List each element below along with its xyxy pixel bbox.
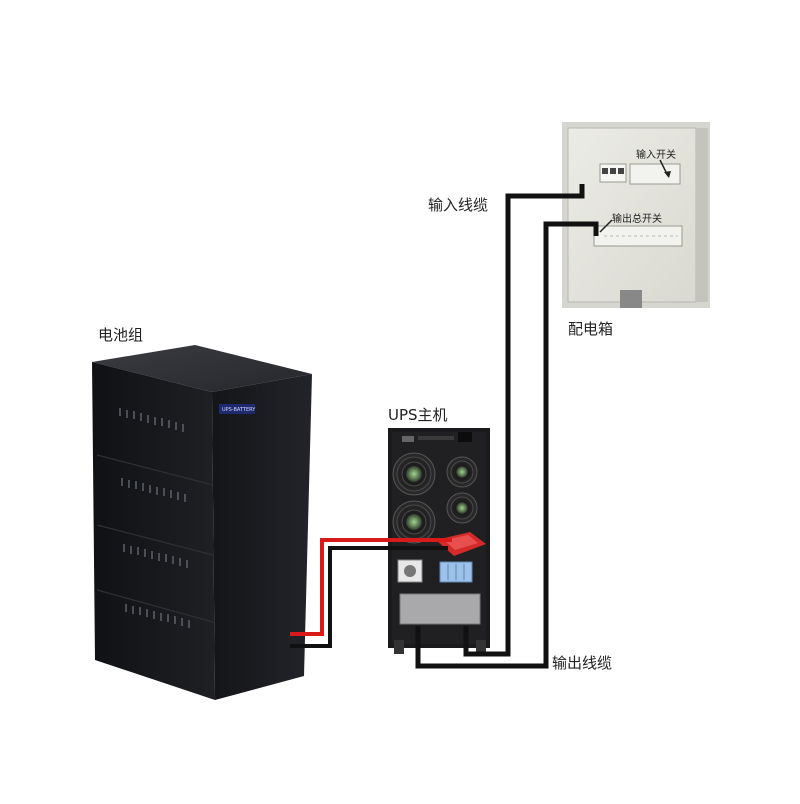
battery-cabinet-side [92, 362, 215, 700]
terminal-screw [602, 168, 608, 174]
distribution-box-hinge-side [696, 128, 708, 302]
battery-vents [119, 408, 190, 628]
fan-icon [446, 456, 478, 488]
terminal-screw [618, 168, 624, 174]
battery-cabinet-front [212, 374, 312, 700]
terminal-cover-plate [399, 593, 481, 625]
ups-label-strip [418, 436, 454, 440]
fan-icon [392, 452, 436, 496]
terminal-screw [610, 168, 616, 174]
output-cable [415, 221, 599, 669]
ups-port [458, 432, 472, 442]
distribution-box-panel [567, 127, 697, 303]
ups-caster [394, 640, 404, 654]
input-switch-label: 输入开关 [636, 148, 676, 161]
ups-caster [476, 640, 486, 654]
battery-terminal-detail [444, 535, 478, 550]
drawer-seam [96, 589, 214, 623]
drawer-seam [96, 524, 214, 556]
battery-brand-plate [219, 404, 255, 414]
drawer-seam [96, 454, 214, 486]
input-switch-breaker [629, 163, 681, 185]
output-main-switch-label: 输出总开关 [612, 212, 662, 225]
output-cable-label: 输出线缆 [552, 654, 612, 672]
fan-icon [446, 492, 478, 524]
box-bottom-detail [620, 290, 642, 308]
input-cable [463, 184, 585, 657]
battery-brand-text: UPS-BATTERY [222, 407, 256, 413]
ups-host-label: UPS主机 [388, 406, 448, 424]
battery-cabinet: UPS-BATTERY [92, 345, 312, 700]
ups-port [402, 436, 414, 442]
arrow-icon [599, 219, 613, 233]
arrow-icon-head [664, 171, 671, 178]
battery-cabinet-top [92, 345, 312, 392]
input-cable-label: 输入线缆 [428, 196, 488, 214]
fan-icon [392, 500, 436, 544]
distribution-box-label: 配电箱 [568, 320, 613, 338]
distribution-box: 输入开关 输出总开关 [562, 122, 710, 308]
dry-contact-knob [404, 565, 416, 577]
battery-pack-label: 电池组 [98, 326, 143, 344]
battery-positive-wire [290, 538, 452, 636]
output-switch-breaker-row [593, 225, 683, 247]
battery-negative-wire [290, 546, 448, 648]
